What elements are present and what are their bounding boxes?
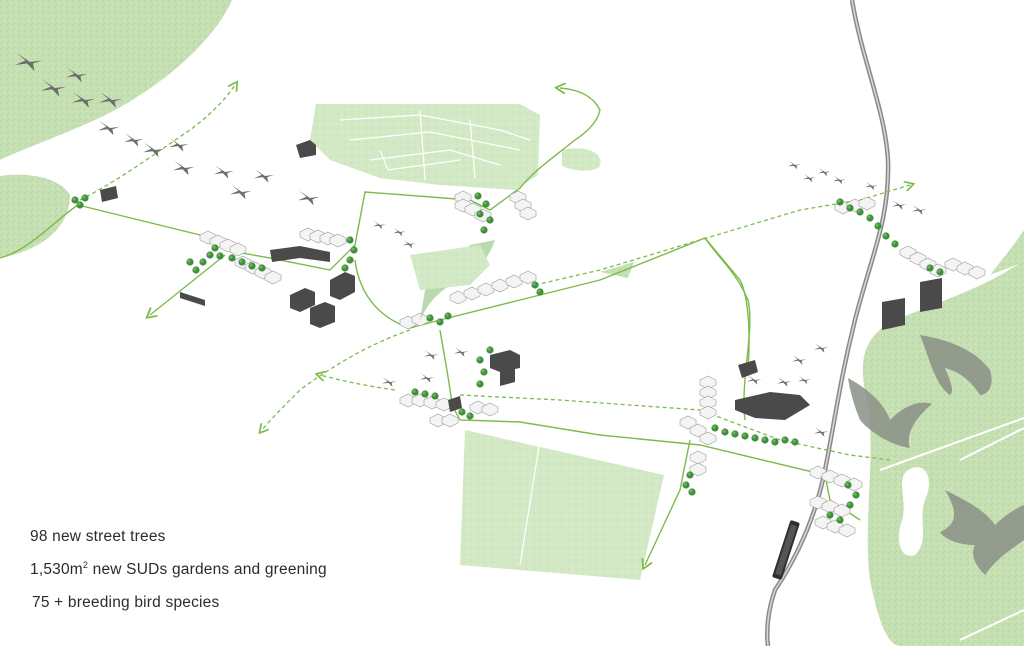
stat-street-trees: 98 new street trees	[30, 528, 166, 545]
bird-icon	[373, 220, 386, 230]
building-icon	[490, 350, 520, 372]
stat-suds-unit-superscript: 2	[82, 560, 89, 570]
railway	[765, 0, 891, 646]
building-icon	[100, 186, 118, 202]
bird-icon	[230, 184, 252, 200]
bird-icon	[803, 173, 816, 183]
building-icon	[448, 396, 462, 412]
bird-icon	[798, 375, 811, 385]
stat-suds-gardens: 1,530m2 new SUDs gardens and greening	[30, 561, 327, 579]
bird-icon	[420, 373, 435, 383]
lake	[879, 417, 1024, 641]
bird-icon	[848, 378, 932, 448]
large-bird-silhouettes	[848, 335, 1024, 575]
building-icon	[296, 140, 316, 158]
building-icon	[270, 246, 330, 262]
bird-icon	[777, 377, 792, 387]
bird-icon	[818, 167, 831, 177]
bird-icon	[940, 490, 1024, 575]
building-icon	[738, 360, 758, 378]
bird-icon	[124, 133, 144, 147]
building-icon	[180, 292, 205, 306]
bird-icon	[169, 138, 189, 152]
bird-icon	[833, 175, 846, 185]
routes-solid	[0, 88, 861, 565]
building-icon	[735, 392, 810, 420]
bird-icon	[403, 239, 416, 249]
bird-icon	[792, 355, 807, 365]
field-south	[460, 430, 664, 580]
green-garden	[410, 245, 490, 290]
bird-icon	[920, 335, 992, 395]
bird-icon	[98, 120, 120, 136]
field-park	[310, 104, 540, 190]
stat-suds-value: 1,530m	[30, 561, 83, 578]
train-icon	[772, 520, 800, 580]
bird-icon	[788, 160, 801, 170]
bird-icon	[173, 160, 195, 176]
bird-icon	[454, 347, 469, 357]
bird-icon	[382, 377, 397, 387]
building-icon	[310, 302, 335, 328]
building-icon	[330, 272, 355, 300]
field-park-blob	[562, 148, 601, 171]
building-icon	[882, 298, 905, 330]
stat-bird-species: 75 + breeding bird species	[32, 594, 220, 611]
building-icon	[920, 278, 942, 312]
bird-icon	[424, 350, 439, 360]
bird-icon	[814, 343, 829, 353]
street-trees	[71, 192, 944, 524]
bird-icon	[214, 165, 234, 179]
bird-icon	[892, 200, 907, 210]
buildings	[100, 140, 942, 420]
field-top-left	[0, 0, 232, 160]
field-left	[0, 174, 70, 258]
bird-icon	[747, 375, 762, 385]
bird-icon	[865, 181, 878, 191]
park-paths	[339, 109, 541, 566]
field-right-upper	[990, 230, 1024, 275]
bird-icon	[254, 169, 274, 183]
bird-icon	[298, 190, 320, 206]
bird-icon	[814, 427, 829, 437]
building-icon	[290, 288, 315, 312]
stat-suds-text: new SUDs gardens and greening	[88, 561, 327, 578]
bird-icon	[393, 227, 406, 237]
bird-icon	[912, 205, 927, 215]
building-icon	[500, 368, 515, 386]
field-middle-small	[600, 262, 634, 278]
